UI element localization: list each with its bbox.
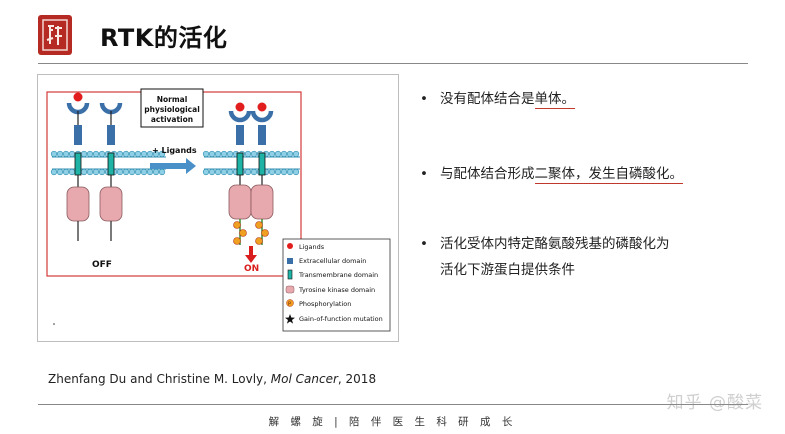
activation-box: Normal physiological activation [140, 88, 204, 128]
legend-ligands: Ligands [299, 243, 325, 251]
activation-box-line-1: Normal [157, 95, 188, 104]
citation: Zhenfang Du and Christine M. Lovly, Mol … [48, 372, 376, 386]
bullet-text: 没有配体结合是 [440, 91, 535, 107]
legend: Ligands Extracellular domain Transmembra… [282, 238, 391, 332]
legend-phosphorylation: Phosphorylation [299, 300, 351, 308]
p-circle-icon [261, 229, 269, 237]
bullet-underlined-text: 二聚体，发生自磷酸化。 [534, 166, 683, 184]
bottom-divider [38, 404, 748, 405]
star-icon [285, 314, 295, 324]
bullet-text-line-2: 活化下游蛋白提供条件 [440, 262, 575, 278]
red-dot-icon [287, 243, 293, 249]
watermark: 知乎 @酸菜 [666, 393, 763, 413]
top-divider [38, 63, 748, 64]
ligand-dot [235, 102, 245, 112]
rtk-figure: OFF Normal physiological activation + Li… [37, 74, 399, 342]
legend-extracellular: Extracellular domain [299, 257, 366, 265]
receptor-on-right [250, 102, 274, 220]
p-circle-icon [239, 229, 247, 237]
phosphorylation-sites [233, 219, 269, 245]
seal-glyph-icon [42, 19, 68, 51]
citation-authors: Zhenfang Du and Christine M. Lovly, [48, 372, 271, 386]
legend-kinase: Tyrosine kinase domain [298, 286, 375, 294]
ligand-dot [257, 102, 267, 112]
bullet-item-2: • 与配体结合形成二聚体，发生自磷酸化。 [420, 161, 683, 187]
receptor-off-right [99, 102, 123, 241]
rtk-diagram: OFF Normal physiological activation + Li… [46, 88, 391, 332]
seal-logo [38, 15, 72, 55]
bullet-dot-icon: • [420, 166, 428, 182]
activation-arrow [150, 158, 196, 174]
activation-box-line-2: physiological [144, 105, 200, 114]
pink-rounded-icon [285, 285, 295, 294]
p-circle-icon [233, 221, 241, 229]
bullet-item-3: • 活化受体内特定酪氨酸残基的磷酸化为 活化下游蛋白提供条件 [420, 231, 670, 283]
citation-journal: Mol Cancer [270, 372, 338, 386]
teal-bar-icon [287, 269, 293, 280]
p-circle-icon [233, 237, 241, 245]
stray-dot [53, 323, 55, 325]
activation-box-line-3: activation [151, 115, 193, 124]
bullet-item-1: • 没有配体结合是单体。 [420, 86, 575, 112]
receptor-on-left [228, 102, 252, 220]
page-title: RTK的活化 [100, 24, 228, 52]
bullet-text: 与配体结合形成 [440, 166, 535, 182]
bullet-underlined-text: 单体。 [534, 91, 575, 109]
blue-square-icon [287, 258, 293, 264]
p-circle-icon [255, 237, 263, 245]
p-circle-icon [255, 221, 263, 229]
legend-p-letter: P [288, 302, 291, 308]
legend-gain-of-function: Gain-of-function mutation [299, 315, 383, 323]
bullet-dot-icon: • [420, 91, 428, 107]
p-circle-icon [286, 299, 294, 307]
bullet-dot-icon: • [420, 236, 428, 252]
legend-transmembrane: Transmembrane domain [298, 271, 378, 279]
membrane-on [202, 150, 300, 176]
citation-year: , 2018 [337, 372, 377, 386]
receptor-off-left [66, 92, 90, 241]
bullet-text-line-1: 活化受体内特定酪氨酸残基的磷酸化为 [440, 236, 670, 252]
ligands-arrow-label: + Ligands [152, 146, 197, 155]
on-label: ON [244, 264, 259, 274]
ligand-dot [73, 92, 83, 102]
off-label: OFF [92, 260, 112, 270]
footer-text: 解 螺 旋 | 陪 伴 医 生 科 研 成 长 [268, 416, 517, 428]
down-arrow-icon [245, 246, 257, 263]
